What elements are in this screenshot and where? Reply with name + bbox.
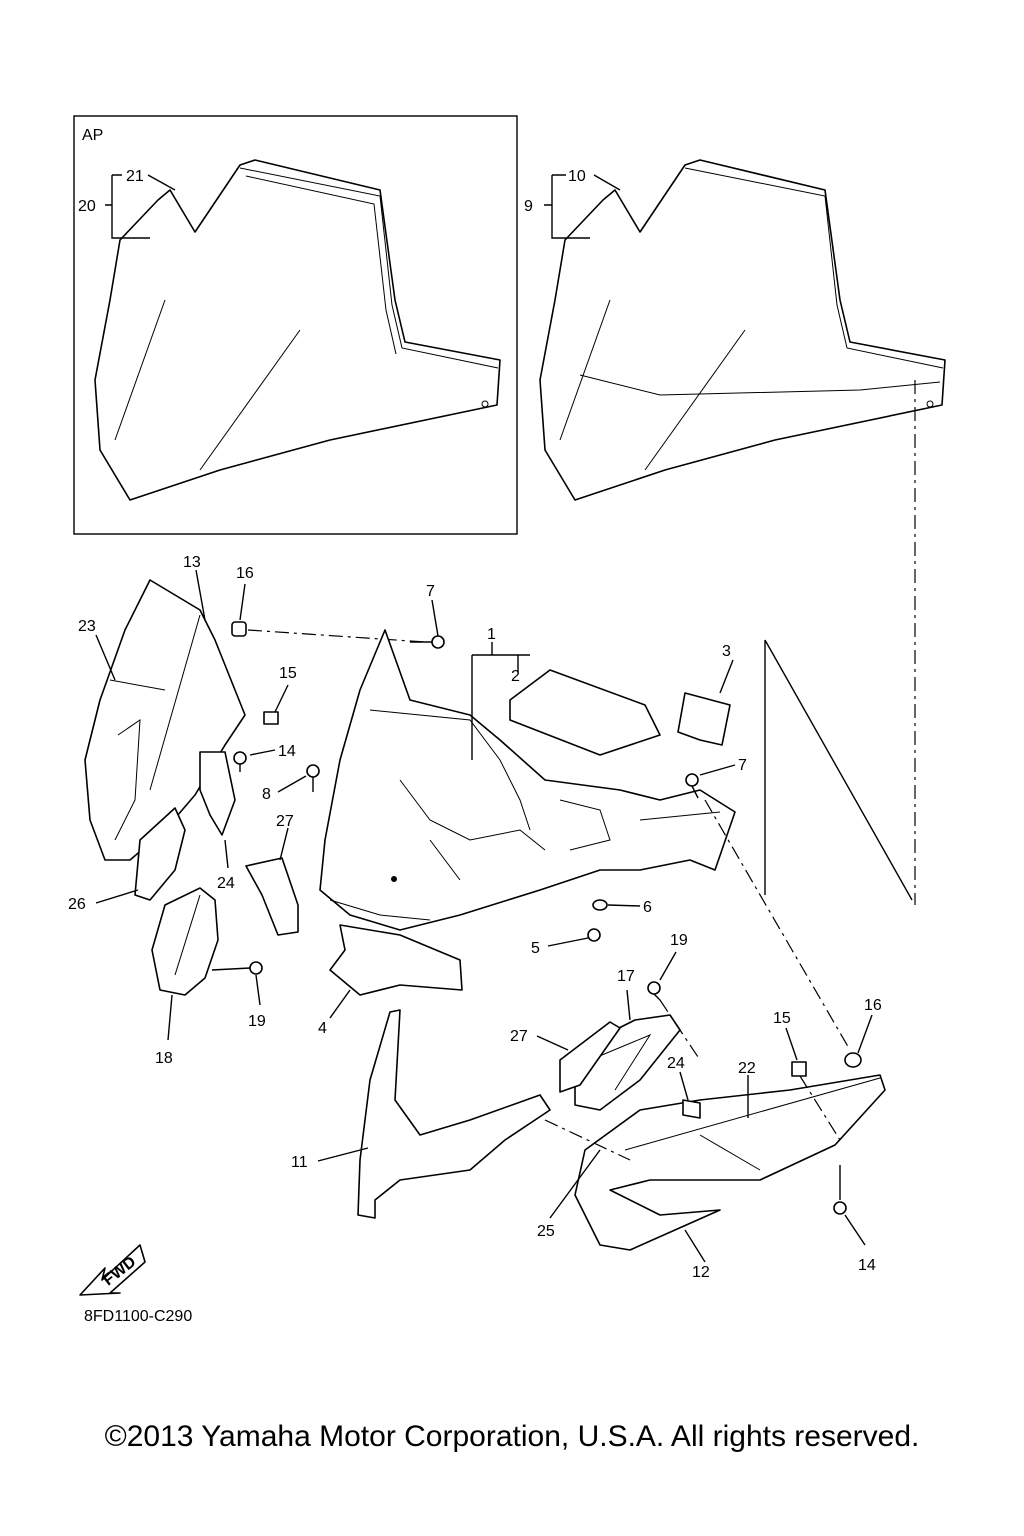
windscreen-ap xyxy=(94,159,501,501)
pad-3 xyxy=(677,692,731,746)
grommet-16-right xyxy=(844,1052,862,1068)
callout-4: 4 xyxy=(318,1020,327,1037)
inset-label: AP xyxy=(82,127,103,144)
screw-5: 5 xyxy=(531,928,601,957)
side-cowl-right-12 xyxy=(574,1074,886,1251)
pad-24-right xyxy=(682,1099,701,1119)
guide-line xyxy=(247,629,426,643)
callout-27a: 27 xyxy=(276,813,294,830)
callout-24b: 24 xyxy=(667,1055,685,1072)
bolt-7-upper: 7 xyxy=(410,583,445,649)
copyright-notice: ©2013 Yamaha Motor Corporation, U.S.A. A… xyxy=(104,1420,920,1453)
callout-3: 3 xyxy=(722,643,731,660)
fwd-arrow-icon: FWD xyxy=(79,1244,146,1296)
callout-20-21: 20 21 xyxy=(78,168,176,239)
exploded-parts-diagram: AP 20 21 9 10 13 23 xyxy=(68,115,946,1296)
lower-panel-4 xyxy=(329,924,463,996)
callout-number: 7 xyxy=(426,583,435,600)
callout-25: 25 xyxy=(537,1223,555,1240)
callout-13-23: 13 23 xyxy=(78,554,206,681)
callout-24a: 24 xyxy=(217,875,235,892)
pad-24-left xyxy=(199,751,236,836)
callout-22: 22 xyxy=(738,1060,756,1077)
callout-12: 12 xyxy=(692,1264,710,1281)
guide-line xyxy=(799,1075,841,1141)
diagram-code: 8FD1100-C290 xyxy=(84,1308,193,1325)
callout-number: 10 xyxy=(568,168,586,185)
callout-number: 6 xyxy=(643,899,652,916)
callout-number: 2 xyxy=(511,668,520,685)
callout-16b: 16 xyxy=(864,997,882,1014)
grommet-16-left xyxy=(231,621,247,637)
callout-number: 20 xyxy=(78,198,96,215)
guide-line xyxy=(544,1119,631,1161)
guide-triangle xyxy=(764,639,913,901)
bolt-7-right: 7 xyxy=(685,757,851,1051)
bolt-14-left: 14 xyxy=(233,743,296,772)
screw-8: 8 xyxy=(262,764,320,803)
callout-27b: 27 xyxy=(510,1028,528,1045)
nut-15-left xyxy=(263,711,279,725)
callout-number: 8 xyxy=(262,786,271,803)
callout-number: 14 xyxy=(858,1257,876,1274)
callout-number: 7 xyxy=(738,757,747,774)
windscreen-standard xyxy=(539,159,946,501)
callout-17: 17 xyxy=(617,968,635,985)
callout-9-10: 9 10 xyxy=(524,168,621,239)
washer-6: 6 xyxy=(592,899,652,916)
callout-1-2: 1 2 xyxy=(471,626,530,760)
callout-number: 13 xyxy=(183,554,201,571)
callout-number: 19 xyxy=(248,1013,266,1030)
callout-number: 19 xyxy=(670,932,688,949)
callout-18: 18 xyxy=(155,1050,173,1067)
callout-number: 14 xyxy=(278,743,296,760)
bolt-19-right: 19 xyxy=(647,932,701,1061)
callout-number: 23 xyxy=(78,618,96,635)
sheet-2 xyxy=(509,669,661,756)
nut-15-right xyxy=(791,1061,807,1077)
callout-number: 9 xyxy=(524,198,533,215)
bolt-14-right: 14 xyxy=(833,1165,876,1274)
inner-cowl-1 xyxy=(319,629,736,931)
panel-26 xyxy=(134,807,186,901)
callout-number: 1 xyxy=(487,626,496,643)
callout-26: 26 xyxy=(68,896,86,913)
callout-11: 11 xyxy=(291,1154,308,1171)
callout-number: 5 xyxy=(531,940,540,957)
callout-15b: 15 xyxy=(773,1010,791,1027)
callout-15a: 15 xyxy=(279,665,297,682)
pad-27-right xyxy=(559,1021,621,1093)
under-cowl-11 xyxy=(357,1009,551,1219)
callout-number: 21 xyxy=(126,168,144,185)
pad-27-left xyxy=(245,857,299,936)
callout-16a: 16 xyxy=(236,565,254,582)
bolt-19-left: 19 xyxy=(211,961,266,1030)
duct-18 xyxy=(151,887,219,996)
ap-inset-box xyxy=(73,115,518,535)
